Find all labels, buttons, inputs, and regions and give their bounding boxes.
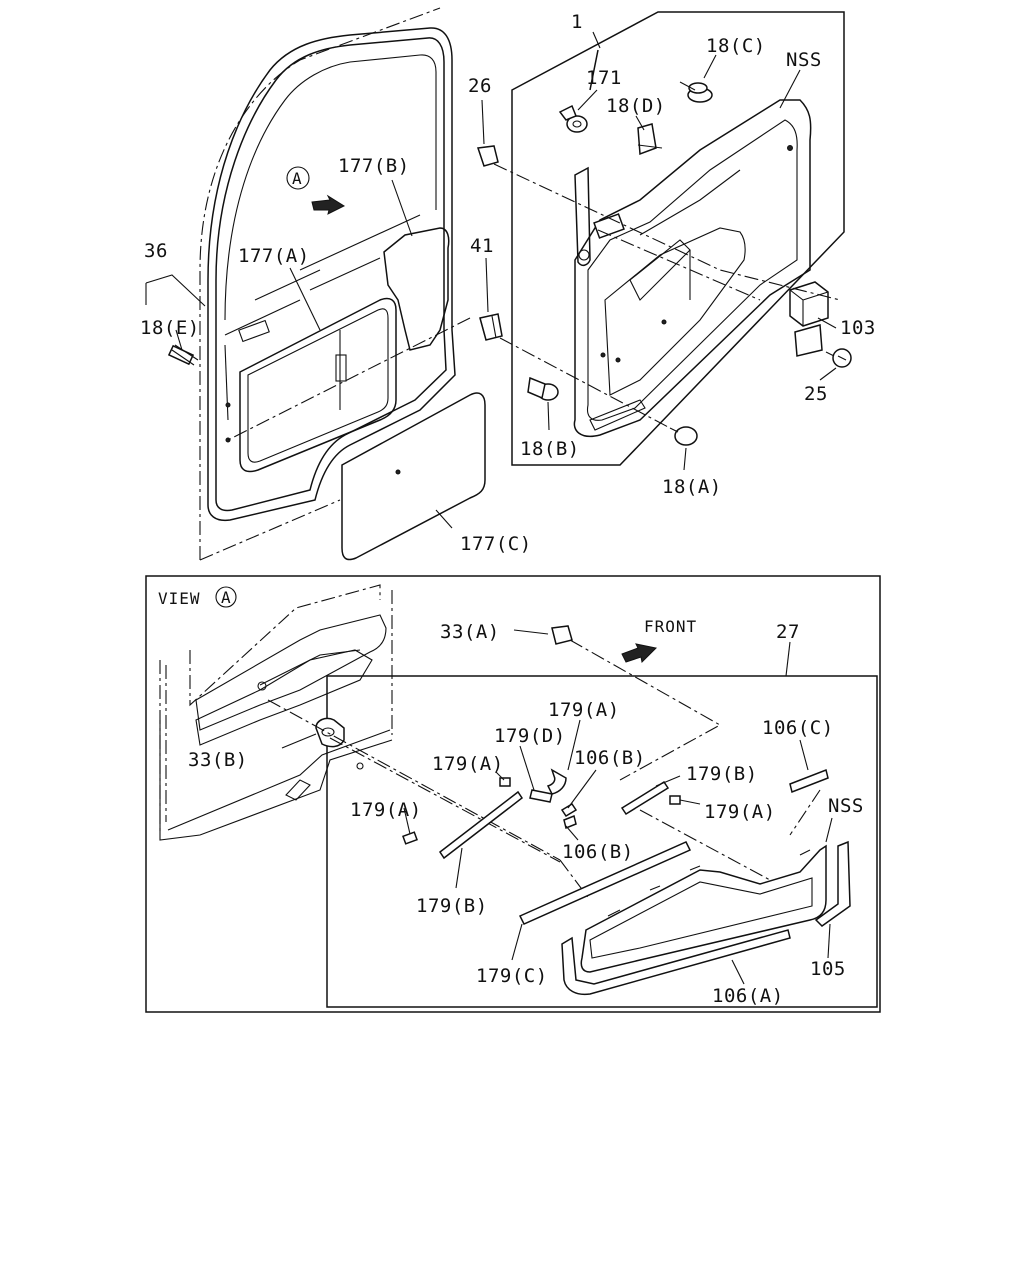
callout-27: 27 [776,621,800,643]
view-a-door-sketch [159,584,393,841]
view-label: VIEW [158,589,201,608]
clip-18E [167,344,199,366]
bracket-103 [789,281,829,357]
door-trim-assembly [511,11,852,466]
view-marker: A [221,588,232,607]
callout-106B-2: 106(B) [562,841,634,863]
clip-26 [476,145,499,167]
callout-18E: 18(E) [140,317,200,339]
callout-103: 103 [840,317,876,339]
callout-179B-2: 179(B) [416,895,488,917]
part-27-box [326,675,878,1008]
callout-179A-3: 179(A) [704,801,776,823]
callout-nss-bottom: NSS [828,795,864,817]
view-a-frame [145,575,881,1013]
callout-179D: 179(D) [494,725,566,747]
callout-18A: 18(A) [662,476,722,498]
callout-179B-1: 179(B) [686,763,758,785]
callout-106B-1: 106(B) [574,747,646,769]
callout-18B: 18(B) [520,438,580,460]
screw-25 [825,348,852,368]
callout-33A: 33(A) [440,621,500,643]
clip-18A [669,426,698,446]
callout-106A: 106(A) [712,985,784,1007]
callout-25: 25 [804,383,828,405]
callout-marker-a: A [292,169,303,188]
callout-106C: 106(C) [762,717,834,739]
callout-179A-2: 179(A) [432,753,504,775]
callout-177C: 177(C) [460,533,532,555]
callout-177B: 177(B) [338,155,410,177]
part-171 [558,104,588,133]
callout-18D: 18(D) [606,95,666,117]
clip-18C [679,81,713,103]
marker-a-circle [286,166,310,190]
view-marker-circle [215,586,237,608]
callout-41: 41 [470,235,494,257]
callout-1: 1 [571,11,583,33]
callout-179C: 179(C) [476,965,548,987]
callout-33B: 33(B) [188,749,248,771]
callout-18C: 18(C) [706,35,766,57]
callout-105: 105 [810,958,846,980]
clip-33B [315,717,345,748]
callout-179A-4: 179(A) [350,799,422,821]
clip-33A [551,625,573,645]
clip-18B [527,376,559,401]
clip-41 [479,313,503,341]
callout-171: 171 [586,67,622,89]
callout-177A: 177(A) [238,245,310,267]
callout-179A-1: 179(A) [548,699,620,721]
door-inner-panel [145,7,486,561]
callout-nss-top: NSS [786,49,822,71]
callout-26: 26 [468,75,492,97]
callout-front: FRONT [644,617,697,636]
callout-36: 36 [144,240,168,262]
